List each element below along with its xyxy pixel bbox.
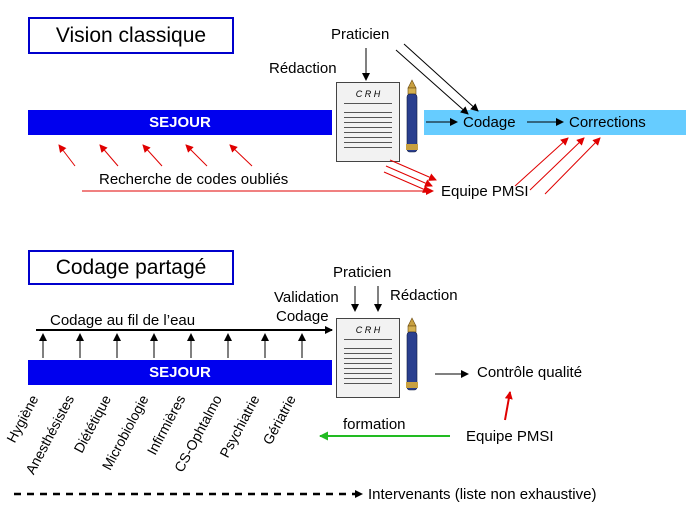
red-arrow [58, 144, 76, 167]
red-arrow [383, 171, 431, 193]
red-arrow [142, 144, 163, 167]
pen-icon [406, 79, 418, 153]
formation-label: formation [343, 416, 406, 433]
crh-label: C R H [355, 325, 381, 335]
recherche-label: Recherche de codes oubliés [99, 171, 289, 188]
codage-label-bottom: Codage [276, 308, 329, 325]
equipe-pmsi-label-top: Equipe PMSI [441, 183, 529, 200]
praticien-codage-arrow [395, 49, 469, 115]
intervenants-legend: Intervenants (liste non exhaustive) [368, 486, 597, 503]
red-arrow [99, 144, 119, 167]
validation-label: Validation [274, 289, 339, 306]
red-arrow [529, 137, 585, 191]
sejour-bar-top: SEJOUR [28, 110, 332, 135]
codage-label-top: Codage [463, 114, 516, 131]
red-arrow [229, 144, 253, 167]
pen-icon [406, 317, 418, 391]
red-arrow [385, 165, 433, 187]
crh-document-bottom: C R H [336, 318, 400, 398]
sejour-bar-bottom: SEJOUR [28, 360, 332, 385]
praticien-codage-arrow [403, 43, 479, 112]
crh-document-top: C R H [336, 82, 400, 162]
red-arrow [389, 159, 437, 181]
praticien-label-top: Praticien [331, 26, 390, 43]
red-arrow [185, 144, 208, 167]
crh-label: C R H [355, 89, 381, 99]
red-arrow [514, 137, 569, 187]
red-arrow [544, 137, 601, 195]
codage-fil-label: Codage au fil de l’eau [50, 312, 196, 329]
vision-classique-title: Vision classique [28, 17, 234, 54]
redaction-label-top: Rédaction [269, 60, 337, 77]
redaction-label-bottom: Rédaction [390, 287, 458, 304]
codage-partage-title: Codage partagé [28, 250, 234, 285]
corrections-label: Corrections [569, 114, 646, 131]
red-arrow [504, 391, 513, 421]
praticien-label-bottom: Praticien [333, 264, 392, 281]
equipe-pmsi-label-bottom: Equipe PMSI [466, 428, 554, 445]
controle-qualite-label: Contrôle qualité [477, 364, 583, 381]
